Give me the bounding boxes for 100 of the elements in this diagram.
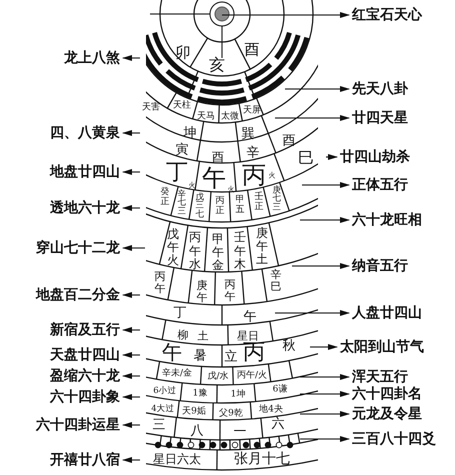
compass-character: 三 — [152, 418, 166, 432]
compass-character: 丁 — [174, 306, 186, 320]
compass-character: 土 — [198, 330, 208, 342]
leader-line — [222, 12, 350, 18]
compass-character: 甲午金 — [212, 233, 224, 273]
callout-label: 龙上八煞 — [64, 49, 120, 67]
compass-character: 丙午 — [154, 270, 166, 296]
callout-label: 三百八十四爻 — [352, 430, 436, 448]
callout-label: 六十四卦运星 — [36, 416, 120, 434]
leader-line — [122, 327, 140, 333]
compass-character: 天9姤 — [182, 408, 206, 417]
compass-character: 6谦 — [272, 385, 288, 394]
compass-character: 天害 — [142, 104, 160, 112]
compass-character: 寅 — [176, 144, 188, 156]
callout-label: 廿四天星 — [352, 109, 408, 127]
compass-character: 辛 — [246, 146, 260, 160]
leader-line — [122, 292, 140, 298]
compass-character: 张月十七 — [234, 452, 290, 466]
compass-character: 午 — [162, 342, 182, 362]
compass-character: 卯 — [176, 46, 190, 60]
compass-character: 暑 — [194, 350, 206, 363]
compass-character: 戊/水 — [207, 372, 229, 382]
compass-character: 戊午火 — [166, 228, 180, 268]
compass-character: 丙正 — [215, 197, 225, 217]
compass-character: 6小过 — [153, 386, 177, 395]
compass-character: 柳 — [178, 329, 188, 340]
leader-line — [285, 86, 350, 92]
compass-character: 星日六太 — [153, 452, 201, 465]
callout-label: 浑天五行 — [352, 368, 408, 386]
leader-line — [122, 373, 140, 379]
callout-label: 先天八卦 — [352, 80, 408, 98]
callout-label: 纳音五行 — [352, 257, 408, 275]
callout-label: 盈缩六十龙 — [50, 367, 120, 385]
compass-character: 1坤 — [230, 390, 246, 400]
compass-character: 秋 — [282, 340, 296, 353]
compass-character: 午 — [244, 310, 256, 324]
compass-character: 丙 — [242, 163, 266, 187]
leader-line — [300, 391, 350, 397]
compass-character: 4大过 — [151, 404, 175, 413]
leader-line — [300, 411, 350, 417]
compass-character: 坤 — [184, 126, 196, 140]
compass-character: 甲五 — [235, 196, 245, 216]
leader-line — [122, 457, 140, 463]
compass-character: 天屏 — [243, 106, 261, 116]
compass-character: 壬午木 — [234, 232, 246, 272]
compass-character: 六 — [272, 418, 284, 431]
compass-character: 酉 — [244, 42, 260, 58]
callout-label: 正体五行 — [352, 176, 408, 194]
compass-character: 庚午土 — [256, 226, 268, 266]
callout-label: 穿山七十二龙 — [36, 239, 120, 257]
leader-line — [310, 344, 338, 350]
leader-line — [300, 436, 350, 442]
callout-label: 地盘百二分金 — [36, 286, 120, 304]
callout-label: 廿四山劫杀 — [340, 148, 410, 166]
compass-character: 地4夬 — [259, 405, 283, 414]
callout-label: 透地六十龙 — [50, 199, 120, 217]
callout-label: 地盘廿四山 — [50, 163, 120, 181]
compass-character: 立 — [224, 350, 238, 364]
compass-character: 巳 — [298, 150, 314, 166]
leader-line — [275, 310, 350, 316]
leader-line — [122, 394, 140, 400]
compass-character: 戊三七 — [195, 192, 205, 218]
compass-character: 辛七三 — [177, 190, 187, 216]
compass-character: 星日 — [237, 330, 259, 342]
compass-character: 天柱 — [173, 102, 191, 110]
compass-character: 辛未/金 — [162, 370, 192, 379]
callout-label: 太阳到山节气 — [340, 338, 424, 356]
compass-character: 酉 — [212, 151, 224, 163]
compass-character: 太微 — [221, 112, 239, 122]
callout-label: 人盘廿四山 — [352, 304, 422, 322]
leader-line — [122, 130, 140, 136]
compass-character: 庚七三 — [272, 186, 282, 212]
compass-character: 丙午/火 — [236, 371, 268, 380]
compass-character: 丙午 — [224, 278, 236, 303]
callout-label: 六十龙旺相 — [352, 211, 422, 229]
compass-character: 巽 — [242, 128, 254, 140]
compass-character: 壬正 — [254, 194, 264, 214]
compass-character: 庚午 — [196, 280, 208, 304]
leader-line — [326, 154, 338, 160]
compass-character: 1豫 — [192, 390, 208, 399]
callout-label: 新宿及五行 — [50, 321, 120, 339]
compass-character: 八 — [190, 424, 204, 438]
callout-label: 六十四卦名 — [352, 385, 422, 403]
leader-line — [122, 245, 145, 251]
leader-line — [275, 115, 350, 121]
leader-line — [300, 217, 350, 223]
leader-line — [122, 352, 140, 358]
callout-label: 六十四卦象 — [50, 388, 120, 406]
compass-character: 辛巳 — [270, 268, 282, 293]
callout-label: 红宝石天心 — [352, 6, 422, 24]
leader-line — [122, 205, 140, 211]
leader-line — [302, 182, 350, 188]
leader-line — [122, 55, 140, 61]
leader-line — [122, 422, 140, 428]
compass-character: 丁 — [166, 162, 188, 184]
compass-character: 丙午水 — [188, 232, 202, 272]
leader-line — [300, 374, 350, 380]
compass-character: 父9乾 — [219, 409, 243, 418]
compass-character: 一 — [234, 425, 246, 438]
callout-label: 天盘廿四山 — [50, 346, 120, 364]
